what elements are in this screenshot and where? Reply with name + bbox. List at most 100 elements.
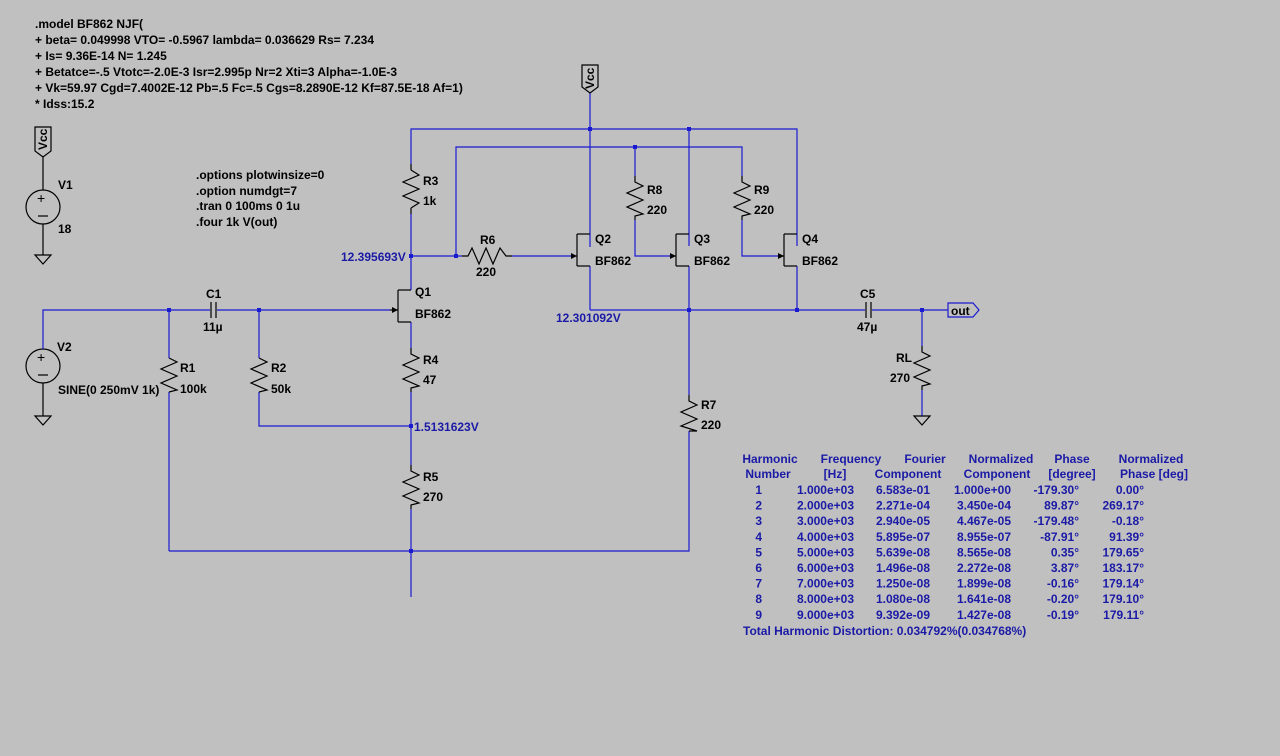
fourier-cell: 8 [755, 592, 762, 606]
q2-value: BF862 [595, 254, 631, 268]
jfet-q2[interactable] [571, 233, 590, 267]
resistor-r3[interactable] [401, 164, 421, 214]
fourier-cell: 3 [755, 514, 762, 528]
resistor-r4[interactable] [401, 348, 421, 392]
ground-icon [33, 254, 53, 265]
col-header: Phase [1054, 452, 1090, 466]
q3-name: Q3 [694, 232, 710, 246]
r7-value: 220 [701, 418, 721, 432]
c1-value: 11µ [203, 320, 223, 334]
fourier-cell: 2.272e-08 [957, 561, 1011, 575]
col-header: [Hz] [824, 467, 847, 481]
resistor-r5[interactable] [401, 465, 421, 509]
v2-name: V2 [57, 340, 72, 354]
voltage-q1-drain: 12.395693V [341, 250, 406, 264]
v1-name: V1 [58, 178, 73, 192]
fourier-cell: 2 [755, 499, 762, 513]
fourier-cell: 3.000e+03 [797, 514, 854, 528]
resistor-r7[interactable] [679, 395, 699, 432]
resistor-rl[interactable] [912, 346, 932, 390]
fourier-cell: 4 [755, 530, 762, 544]
q1-value: BF862 [415, 307, 451, 321]
junction-dots [167, 127, 924, 553]
col-header: Normalized [1119, 452, 1184, 466]
capacitor-c1[interactable] [210, 302, 217, 318]
c5-name: C5 [860, 287, 876, 301]
fourier-cell: -0.20° [1047, 592, 1079, 606]
voltage-source-v1[interactable]: + [25, 189, 61, 225]
voltage-source-v2[interactable]: + [25, 348, 61, 384]
r3-value: 1k [423, 194, 437, 208]
fourier-cell: 179.14° [1102, 577, 1144, 591]
r7-name: R7 [701, 398, 717, 412]
fourier-cell: -87.91° [1040, 530, 1079, 544]
resistor-r9[interactable] [732, 176, 752, 220]
q2-name: Q2 [595, 232, 611, 246]
r1-value: 100k [180, 382, 207, 396]
jfet-q1[interactable] [390, 289, 411, 323]
jfet-q4[interactable] [778, 233, 797, 267]
fourier-cell: 2.271e-04 [876, 499, 930, 513]
col-header: Fourier [904, 452, 946, 466]
svg-text:out: out [951, 304, 970, 318]
fourier-cell: 1.427e-08 [957, 608, 1011, 622]
col-header: Frequency [821, 452, 882, 466]
fourier-cell: 179.65° [1102, 545, 1144, 559]
out-net-flag[interactable]: out [947, 302, 980, 318]
fourier-cell: 179.11° [1103, 608, 1144, 622]
fourier-cell: 9.392e-09 [876, 608, 930, 622]
svg-text:+: + [37, 190, 45, 206]
fourier-cell: -179.48° [1034, 514, 1080, 528]
v1-value: 18 [58, 222, 72, 236]
r8-name: R8 [647, 183, 663, 197]
v2-value: SINE(0 250mV 1k) [58, 383, 159, 397]
model-line: + Vk=59.97 Cgd=7.4002E-12 Pb=.5 Fc=.5 Cg… [35, 81, 463, 95]
fourier-cell: 1.080e-08 [876, 592, 930, 606]
model-line: + beta= 0.049998 VTO= -0.5967 lambda= 0.… [35, 33, 375, 47]
resistor-r2[interactable] [249, 357, 269, 393]
resistor-r6[interactable] [462, 246, 512, 266]
q4-value: BF862 [802, 254, 838, 268]
fourier-cell: 1.496e-08 [876, 561, 930, 575]
r3-name: R3 [423, 174, 439, 188]
col-header: Phase [deg] [1120, 467, 1188, 481]
rl-value: 270 [890, 371, 910, 385]
wires [42, 93, 948, 597]
capacitor-c5[interactable] [865, 302, 872, 318]
col-header: Normalized [969, 452, 1034, 466]
fourier-cell: 2.000e+03 [797, 499, 854, 513]
spice-directives: .options plotwinsize=0 .option numdgt=7 … [196, 168, 324, 230]
fourier-cell: 4.000e+03 [797, 530, 854, 544]
fourier-cell: 9.000e+03 [797, 608, 854, 622]
resistor-r1[interactable] [159, 357, 179, 393]
vcc-flag-v1[interactable]: Vcc [34, 126, 52, 158]
c1-name: C1 [206, 287, 222, 301]
fourier-cell: 1.000e+00 [954, 483, 1011, 497]
svg-text:Vcc: Vcc [583, 67, 597, 89]
fourier-cell: 9 [755, 608, 762, 622]
fourier-table: Harmonic Frequency Fourier Normalized Ph… [742, 452, 1188, 638]
jfet-q3[interactable] [670, 233, 689, 267]
fourier-cell: 8.955e-07 [957, 530, 1011, 544]
fourier-cell: 179.10° [1102, 592, 1144, 606]
col-header: Harmonic [742, 452, 798, 466]
fourier-cell: 6.000e+03 [797, 561, 854, 575]
c5-value: 47µ [857, 320, 877, 334]
resistor-r8[interactable] [625, 176, 645, 220]
r4-value: 47 [423, 373, 437, 387]
col-header: Number [745, 467, 791, 481]
q1-name: Q1 [415, 285, 431, 299]
vcc-flag-top[interactable]: Vcc [581, 64, 599, 94]
q3-value: BF862 [694, 254, 730, 268]
fourier-cell: 183.17° [1102, 561, 1144, 575]
col-header: [degree] [1048, 467, 1095, 481]
voltage-q1-source: 1.5131623V [414, 420, 479, 434]
